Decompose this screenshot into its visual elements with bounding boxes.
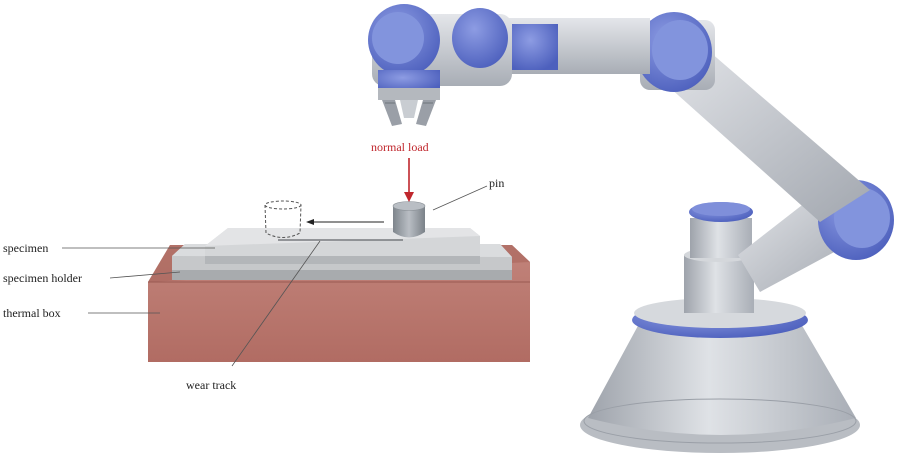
specimen-label: specimen [3,241,49,255]
pin-label: pin [489,176,505,190]
motion-arrow [306,219,384,225]
robot-arm [368,4,894,453]
pin [392,201,426,238]
leader-lines [62,185,488,367]
specimen-holder-label: specimen holder [3,271,82,285]
normal-load-arrow [404,158,414,202]
robot-link [500,18,650,74]
thermal-box-label: thermal box [3,306,61,320]
wear-track-label: wear track [186,378,237,392]
robot-column [684,202,754,313]
normal-load-label: normal load [371,140,429,154]
pin-start-outline [264,200,302,238]
robot-upper-arm [650,52,870,222]
robot-base [580,298,860,453]
robot-shoulder [636,12,715,92]
specimen-plate [205,228,480,264]
robot-gripper [378,88,440,126]
robot-wrist [368,4,512,92]
